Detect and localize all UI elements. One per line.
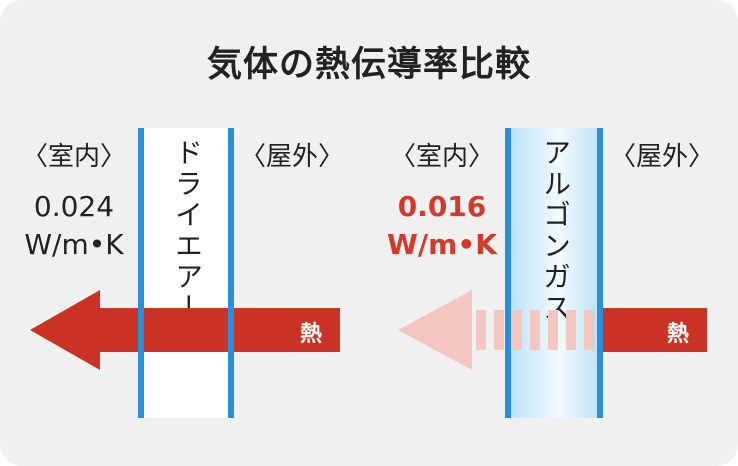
right-indoor-label: 〈室内〉 [390,142,495,172]
left-outdoor-label: 〈屋外〉 [240,142,345,172]
dry-air-glass-layer [138,128,234,418]
right-gas-name: アルゴンガス [539,138,572,324]
right-glass-edge-back [597,308,603,352]
left-glass-edge-front [138,308,144,352]
left-gas-name: ドライエアー [171,138,204,324]
left-conductivity-unit: W/m•K [24,228,124,261]
left-glass-edge-back [228,308,234,352]
left-heat-label: 熱 [300,322,323,347]
right-conductivity-value: 0.016 [397,190,487,223]
right-glass-edge-front [505,308,511,352]
diagram-title: 気体の熱伝導率比較 [206,45,531,85]
right-heat-arrow-tail [603,308,707,352]
left-conductivity-value: 0.024 [33,190,115,223]
right-conductivity-unit: W/m•K [387,228,497,261]
argon-gas-glass-layer [505,128,603,418]
left-indoor-label: 〈室内〉 [22,142,127,172]
left-heat-arrow [30,290,340,370]
right-outdoor-label: 〈屋外〉 [610,142,715,172]
right-faded-arrow-stripes [476,310,594,350]
right-faded-arrow-head [398,290,472,370]
right-heat-label: 熱 [667,322,690,347]
